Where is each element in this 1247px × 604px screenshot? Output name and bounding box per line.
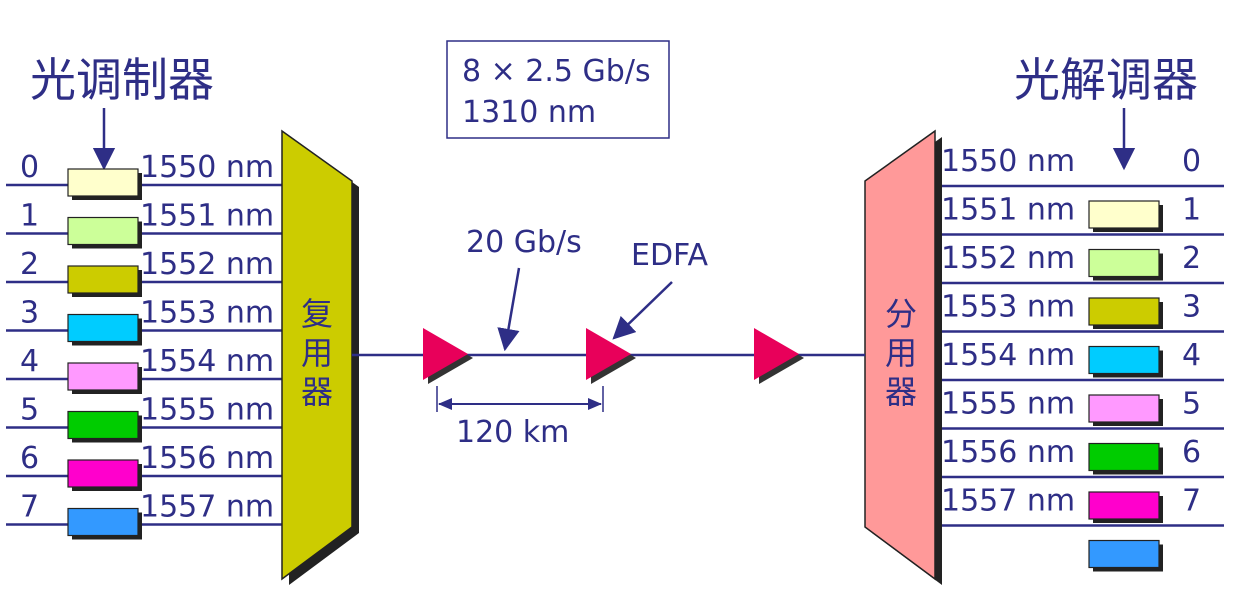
amplifier-3 <box>754 328 799 380</box>
input-channel-index: 5 <box>20 393 39 428</box>
demodulator <box>1088 442 1160 472</box>
bitrate-pointer <box>497 267 521 352</box>
input-channel-index: 6 <box>20 441 39 476</box>
demultiplexer-label-2: 用 <box>885 334 917 372</box>
output-channel-wavelength: 1551 nm <box>941 193 1075 228</box>
input-channel-index: 3 <box>20 296 39 331</box>
bitrate-label: 20 Gb/s <box>466 225 582 260</box>
input-channel-wavelength: 1555 nm <box>140 393 274 428</box>
input-channel-wavelength: 1552 nm <box>140 247 274 282</box>
output-channel-index: 3 <box>1182 290 1201 325</box>
input-channel-wavelength: 1550 nm <box>140 150 274 185</box>
output-channel-index: 6 <box>1182 435 1201 470</box>
demodulator-title: 光解调器 <box>1014 53 1198 107</box>
demultiplexer-label-3: 器 <box>885 373 917 411</box>
multiplexer-label-1: 复 <box>301 295 333 333</box>
output-channel-index: 5 <box>1182 387 1201 422</box>
input-channel-index: 2 <box>20 247 39 282</box>
amplifier-pointer <box>612 281 673 340</box>
output-channel-index: 1 <box>1182 193 1201 228</box>
multiplexer <box>281 129 353 581</box>
span-arrow-left <box>438 398 452 410</box>
demultiplexer <box>864 129 936 581</box>
input-channel-wavelength: 1551 nm <box>140 199 274 234</box>
output-channel-wavelength: 1555 nm <box>941 387 1075 422</box>
multiplexer-label-2: 用 <box>301 334 333 372</box>
amplifier-2 <box>586 328 631 380</box>
multiplexer-label-3: 器 <box>301 373 333 411</box>
output-channel-index: 4 <box>1182 338 1201 373</box>
demodulator <box>1088 491 1160 520</box>
input-channel-wavelength: 1553 nm <box>140 296 274 331</box>
input-channel-index: 4 <box>20 344 39 379</box>
modulator <box>67 216 139 246</box>
demodulator <box>1088 345 1160 375</box>
output-channel-wavelength: 1552 nm <box>941 241 1075 276</box>
span-arrow-right <box>588 398 602 410</box>
output-channel-wavelength: 1550 nm <box>941 144 1075 179</box>
demodulator <box>1088 539 1160 569</box>
input-channel-wavelength: 1557 nm <box>140 490 274 525</box>
amplifier-label: EDFA <box>631 238 709 273</box>
output-channels: 1550 nm 0 1551 nm 1 1552 nm 2 1553 nm 3 1554 nm 4… <box>935 144 1224 572</box>
output-channel-index: 2 <box>1182 241 1201 276</box>
input-channel-index: 0 <box>20 150 39 185</box>
demodulator <box>1088 200 1160 229</box>
info-box-line-1: 8 × 2.5 Gb/s <box>462 54 651 89</box>
modulator <box>67 410 139 440</box>
input-channel-index: 7 <box>20 490 39 525</box>
modulator-title: 光调制器 <box>30 53 214 107</box>
input-channel-wavelength: 1554 nm <box>140 344 274 379</box>
output-channel-wavelength: 1554 nm <box>941 338 1075 373</box>
output-channel-wavelength: 1556 nm <box>941 435 1075 470</box>
modulator <box>67 313 139 343</box>
modulator <box>67 507 139 537</box>
input-channel-index: 1 <box>20 199 39 234</box>
demodulator <box>1088 297 1160 326</box>
output-channel-index: 7 <box>1182 484 1201 519</box>
input-channel-wavelength: 1556 nm <box>140 441 274 476</box>
modulator <box>67 362 139 391</box>
info-box <box>446 40 670 139</box>
info-box-line-2: 1310 nm <box>462 95 596 130</box>
output-channel-wavelength: 1557 nm <box>941 484 1075 519</box>
demodulator <box>1088 248 1160 278</box>
output-channel-index: 0 <box>1182 144 1201 179</box>
modulator <box>67 459 139 488</box>
demultiplexer-label-1: 分 <box>885 295 917 333</box>
demodulator <box>1088 394 1160 423</box>
input-channels: 0 1550 nm 1 1551 nm 2 1552 nm 3 1553 nm 4 1554 nm… <box>6 150 282 540</box>
span-label: 120 km <box>456 415 569 450</box>
modulator <box>67 265 139 294</box>
output-channel-wavelength: 1553 nm <box>941 290 1075 325</box>
amplifier-1 <box>423 328 468 380</box>
modulator <box>67 168 139 197</box>
